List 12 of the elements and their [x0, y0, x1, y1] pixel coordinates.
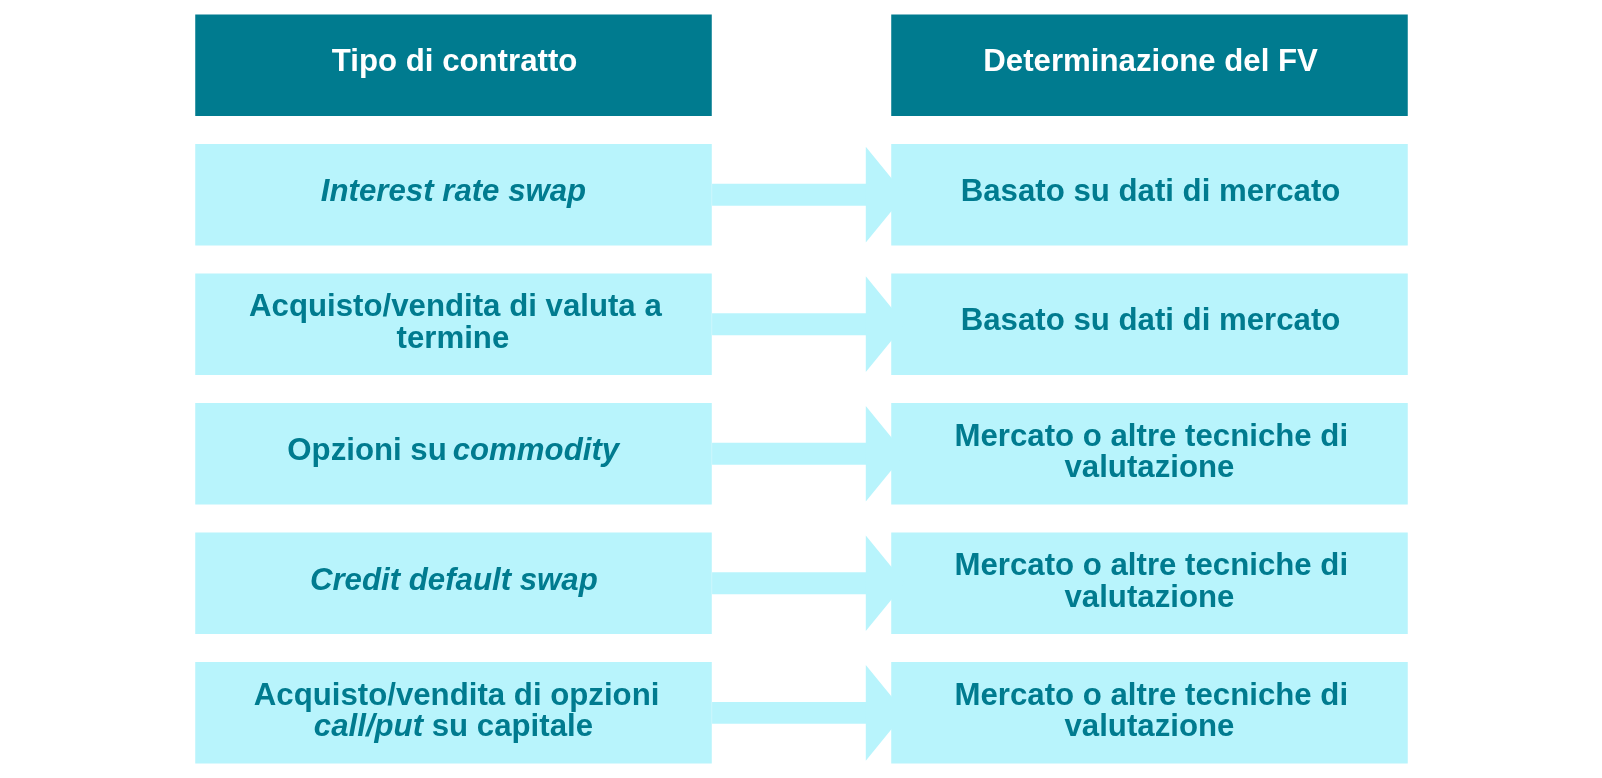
node-box: Mercato o altre tecniche di valutazione — [890, 532, 1408, 634]
node-box: Mercato o altre tecniche di valutazione — [890, 403, 1408, 505]
node-box: Mercato o altre tecniche di valutazione — [890, 662, 1408, 764]
node-box: Basato su dati di mercato — [890, 273, 1408, 375]
node-box: Acquisto/vendita di valuta a termine — [194, 273, 712, 375]
node-box: Basato su dati di mercato — [890, 144, 1408, 246]
node-box: Opzioni su commodity — [194, 403, 712, 505]
node-box: Acquisto/vendita di opzioni call/put su capitale — [194, 662, 712, 764]
node-box: Credit default swap — [194, 532, 712, 634]
node-box: Determinazione del FV — [890, 14, 1408, 116]
node-box: Interest rate swap — [194, 144, 712, 246]
node-box: Tipo di contratto — [194, 14, 712, 116]
